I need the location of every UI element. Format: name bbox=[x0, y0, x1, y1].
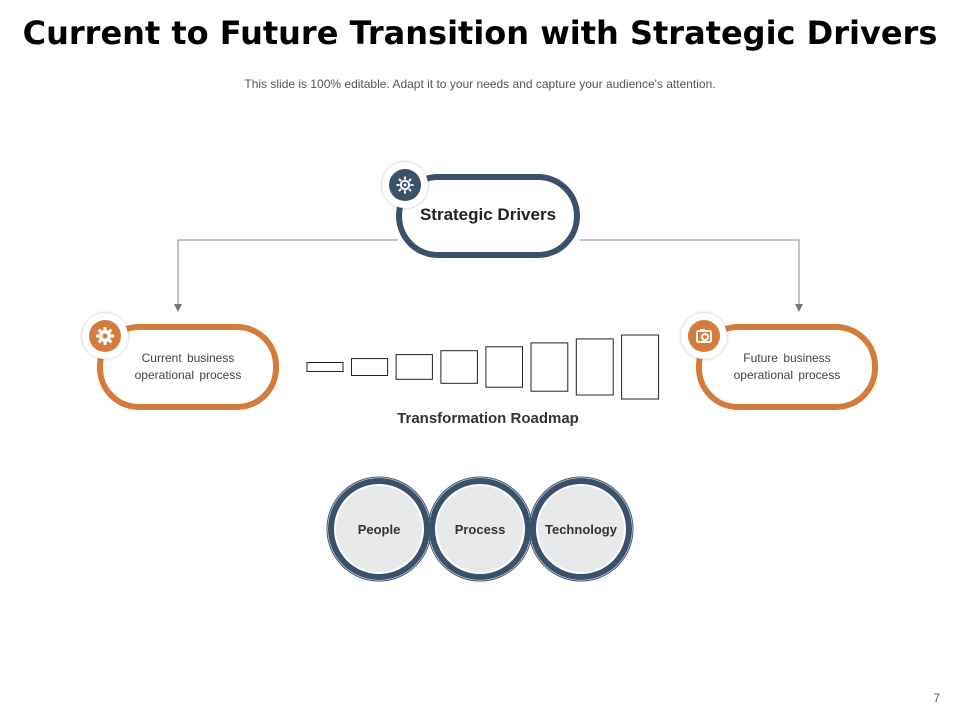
pillar-technology[interactable]: Technology bbox=[528, 476, 634, 582]
roadmap-step-2 bbox=[351, 358, 389, 377]
connector-right bbox=[580, 239, 803, 312]
roadmap-step-3 bbox=[395, 354, 433, 380]
pillar-label: Technology bbox=[545, 521, 617, 537]
pillar-label: People bbox=[357, 521, 401, 537]
pillar-people[interactable]: People bbox=[326, 476, 432, 582]
pillar-ring-icon bbox=[427, 476, 533, 582]
slide-subtitle: This slide is 100% editable. Adapt it to… bbox=[244, 77, 716, 91]
current-process-badge bbox=[82, 313, 128, 359]
pillar-label: Process bbox=[454, 521, 506, 537]
gear-icon bbox=[96, 327, 114, 345]
roadmap-step-7 bbox=[575, 338, 614, 396]
connector-left bbox=[174, 239, 398, 312]
page-number: 7 bbox=[933, 691, 940, 705]
roadmap-step-1 bbox=[306, 362, 344, 372]
roadmap-step-8 bbox=[621, 334, 660, 400]
roadmap-label: Transformation Roadmap bbox=[397, 410, 579, 427]
strategic-drivers-label: Strategic Drivers bbox=[419, 205, 557, 224]
strategic-drivers-badge bbox=[382, 162, 428, 208]
pillar-process[interactable]: Process bbox=[427, 476, 533, 582]
gear-network-icon bbox=[396, 176, 414, 194]
roadmap-step-6 bbox=[530, 342, 569, 392]
slide-title: Current to Future Transition with Strate… bbox=[22, 14, 938, 52]
roadmap-step-4 bbox=[440, 350, 478, 384]
pillar-ring-icon bbox=[528, 476, 634, 582]
current-process-label: Current business operational process bbox=[134, 351, 242, 382]
roadmap-step-5 bbox=[485, 346, 523, 388]
future-process-label: Future business operational process bbox=[733, 351, 841, 382]
future-process-badge bbox=[681, 313, 727, 359]
camera-icon bbox=[696, 329, 712, 343]
strategic-drivers-pill[interactable]: Strategic Drivers bbox=[396, 174, 580, 258]
